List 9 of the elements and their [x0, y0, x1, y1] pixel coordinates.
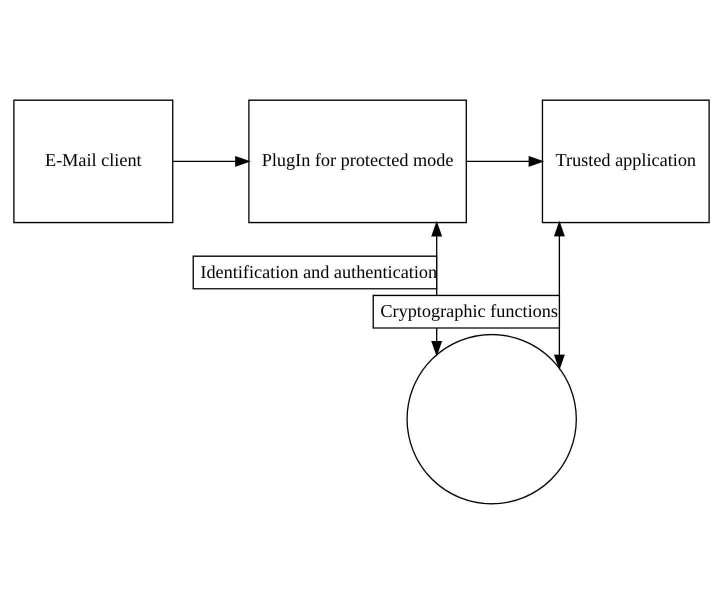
node-box: E-Mail client [13, 99, 174, 223]
node-box: Trusted application [542, 99, 710, 223]
node-box: PlugIn for protected mode [248, 99, 467, 223]
arrow [554, 220, 565, 370]
edge-label: Identification and authentication [200, 261, 438, 282]
arrow [466, 155, 544, 166]
node-circle [406, 333, 577, 504]
arrow [172, 155, 251, 166]
edge-label: Cryptographic functions [380, 300, 558, 321]
